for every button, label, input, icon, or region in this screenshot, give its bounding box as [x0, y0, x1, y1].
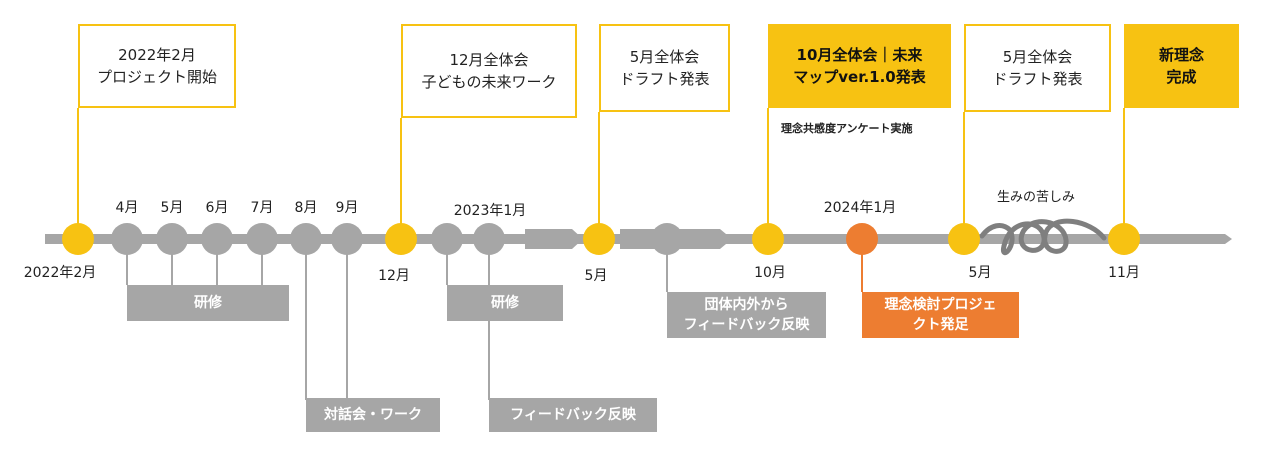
callout-may-draft-1: 5月全体会 ドラフト発表 [599, 24, 730, 112]
dialogue-workshop-box: 対話会・ワーク [306, 398, 440, 432]
training-box-1: 研修 [127, 285, 289, 321]
month-label-oct: 10月 [754, 265, 786, 281]
training-box-2: 研修 [447, 285, 563, 321]
struggle-label: 生みの苦しみ [996, 190, 1076, 205]
month-label-dec: 12月 [378, 268, 410, 284]
milestone-dot-nov [1108, 223, 1140, 255]
month-label-may2023: 5月 [584, 268, 608, 284]
month-dot-feedback [651, 223, 683, 255]
month-label-2024: 2024年1月 [823, 200, 897, 216]
month-label-sep: 9月 [335, 200, 359, 216]
callout-may-draft-2: 5月全体会 ドラフト発表 [964, 24, 1111, 112]
milestone-dot-oct [752, 223, 784, 255]
month-label-may: 5月 [160, 200, 184, 216]
milestone-dot-jan2024 [846, 223, 878, 255]
timeline-arrow-1 [525, 229, 583, 249]
project-launch-box: 理念検討プロジェ クト発足 [862, 292, 1019, 338]
callout-project-start: 2022年2月 プロジェクト開始 [78, 24, 236, 108]
month-dot-may [156, 223, 188, 255]
month-label-apr: 4月 [115, 200, 139, 216]
month-label-jun: 6月 [205, 200, 229, 216]
milestone-dot-may2023 [583, 223, 615, 255]
month-dot-jul [246, 223, 278, 255]
month-dot-aug [290, 223, 322, 255]
milestone-dot-dec [385, 223, 417, 255]
month-dot-apr [111, 223, 143, 255]
milestone-dot-may2024 [948, 223, 980, 255]
callout-dec-meeting: 12月全体会 子どもの未来ワーク [401, 24, 577, 118]
callout-new-philosophy: 新理念 完成 [1124, 24, 1239, 108]
month-label-jul: 7月 [250, 200, 274, 216]
month-label-feb2022: 2022年2月 [23, 265, 97, 281]
month-label-may2024: 5月 [968, 265, 992, 281]
callout-future-map: 10月全体会｜未来 マップver.1.0発表 [768, 24, 951, 108]
month-dot-jan2023-a [431, 223, 463, 255]
feedback-box-1: フィードバック反映 [489, 398, 657, 432]
month-dot-jan2023-b [473, 223, 505, 255]
month-dot-sep [331, 223, 363, 255]
month-dot-jun [201, 223, 233, 255]
month-label-aug: 8月 [294, 200, 318, 216]
month-label-nov: 11月 [1108, 265, 1140, 281]
timeline-arrow-3 [1195, 234, 1232, 244]
milestone-dot-feb2022 [62, 223, 94, 255]
feedback-box-2: 団体内外から フィードバック反映 [667, 292, 826, 338]
month-label-2023: 2023年1月 [453, 203, 527, 219]
struggle-scribble [979, 218, 1107, 255]
survey-note: 理念共感度アンケート実施 [781, 122, 913, 135]
